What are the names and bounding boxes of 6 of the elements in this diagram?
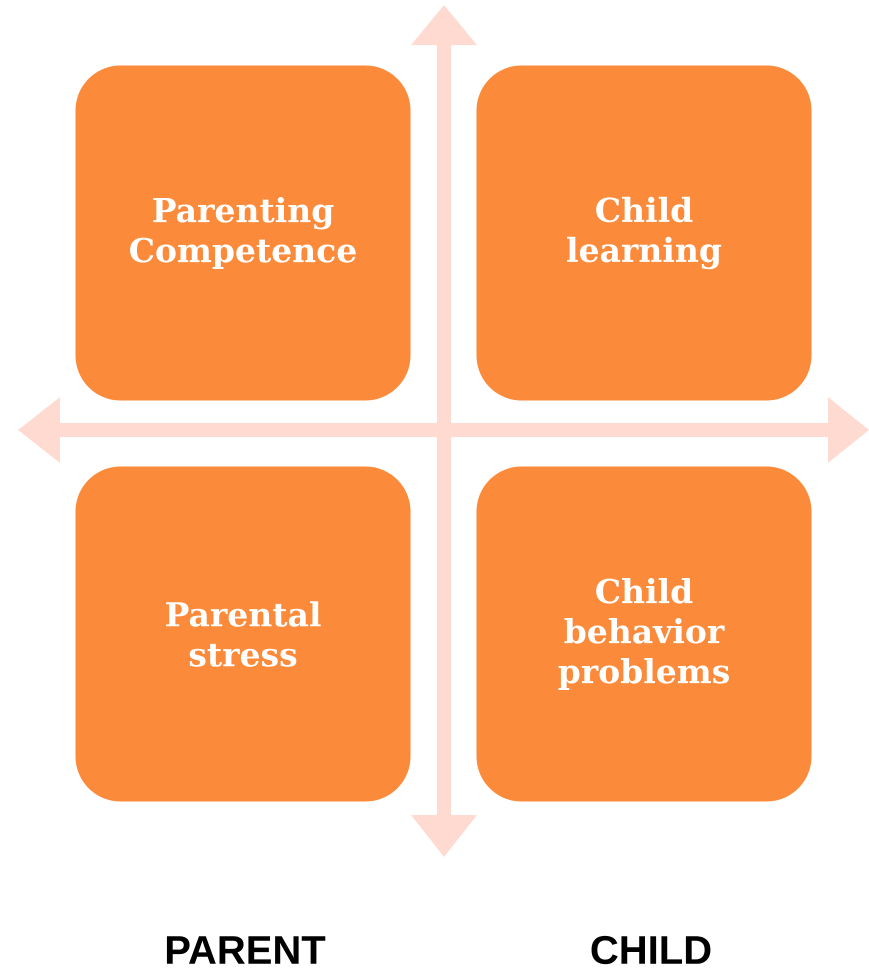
rounded-box: Parental stress [76,466,410,802]
rounded-box: Child behavior problems [476,466,812,802]
rounded-box: Parenting Competence [76,66,410,400]
rounded-box: Child learning [476,66,812,400]
axis-label: CHILD [592,936,710,964]
axis-label: PARENT [166,936,326,964]
